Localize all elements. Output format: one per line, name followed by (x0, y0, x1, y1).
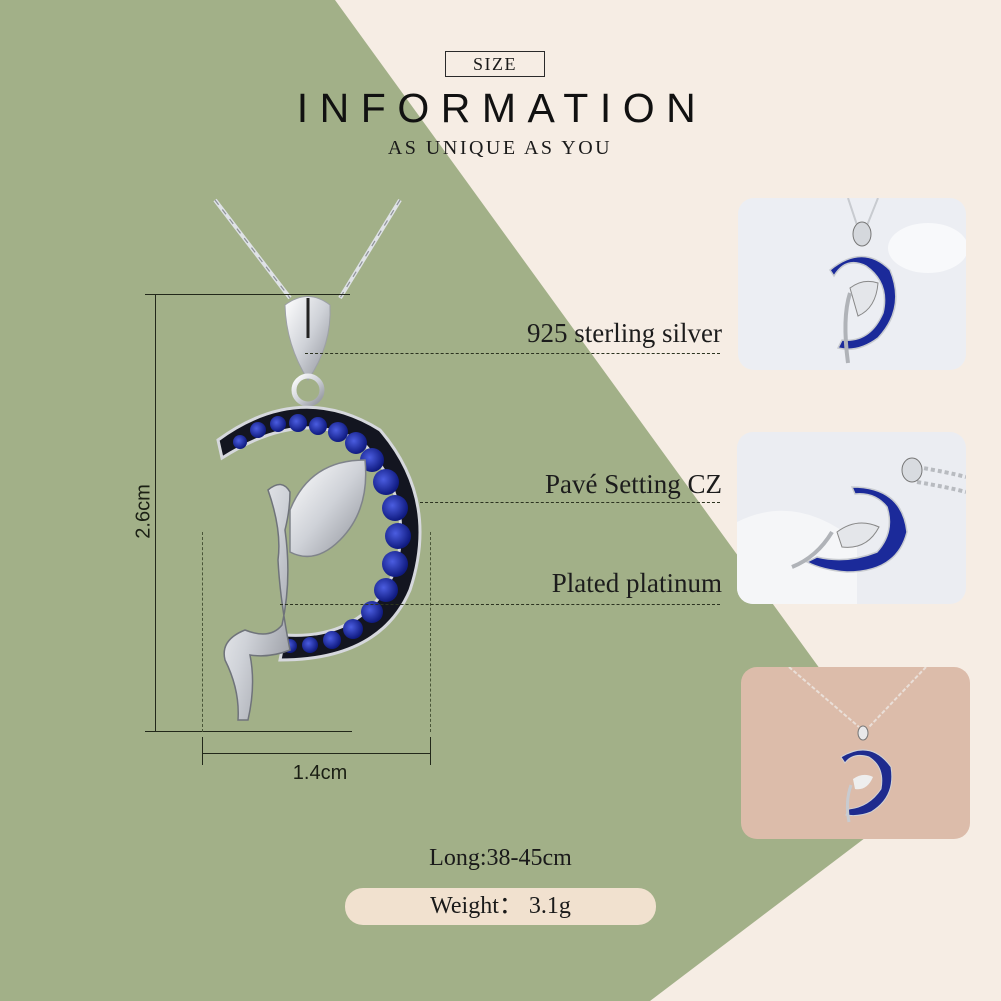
feature-label-silver: 925 sterling silver (527, 318, 722, 348)
height-bottom-extension-line (145, 731, 352, 732)
feature-leader-cz (420, 502, 720, 503)
pendant-angled-thumbnail-image (737, 432, 966, 604)
height-label: 2.6cm (132, 484, 155, 539)
pendant-worn-thumbnail-image (741, 667, 970, 839)
feature-label-cz: Pavé Setting CZ (545, 469, 722, 499)
feature-leader-platinum (280, 604, 720, 605)
thumbnail-front-view[interactable] (738, 198, 966, 370)
feature-leader-silver (305, 353, 720, 354)
width-label: 1.4cm (292, 762, 348, 784)
size-badge: SIZE (445, 51, 545, 77)
height-top-extension-line (145, 294, 350, 295)
chain-icon (213, 198, 402, 300)
weight-spec: Weight： 3.1g (345, 888, 656, 925)
width-dimension-line (202, 753, 430, 755)
length-spec: Long:38-45cm (429, 845, 572, 871)
pendant-front-thumbnail-image (738, 198, 966, 370)
page-title: INFORMATION (296, 85, 708, 131)
width-right-tick (430, 737, 432, 765)
feature-label-platinum: Plated platinum (551, 568, 722, 598)
width-left-tick (202, 737, 204, 765)
width-left-extension-line (202, 532, 203, 732)
width-right-extension-line (430, 532, 431, 732)
height-dimension-line (155, 294, 157, 731)
thumbnail-angled-view[interactable] (737, 432, 966, 604)
pendant-image (213, 198, 422, 721)
page-subtitle: AS UNIQUE AS YOU (387, 137, 613, 159)
thumbnail-worn-view[interactable] (741, 667, 970, 839)
